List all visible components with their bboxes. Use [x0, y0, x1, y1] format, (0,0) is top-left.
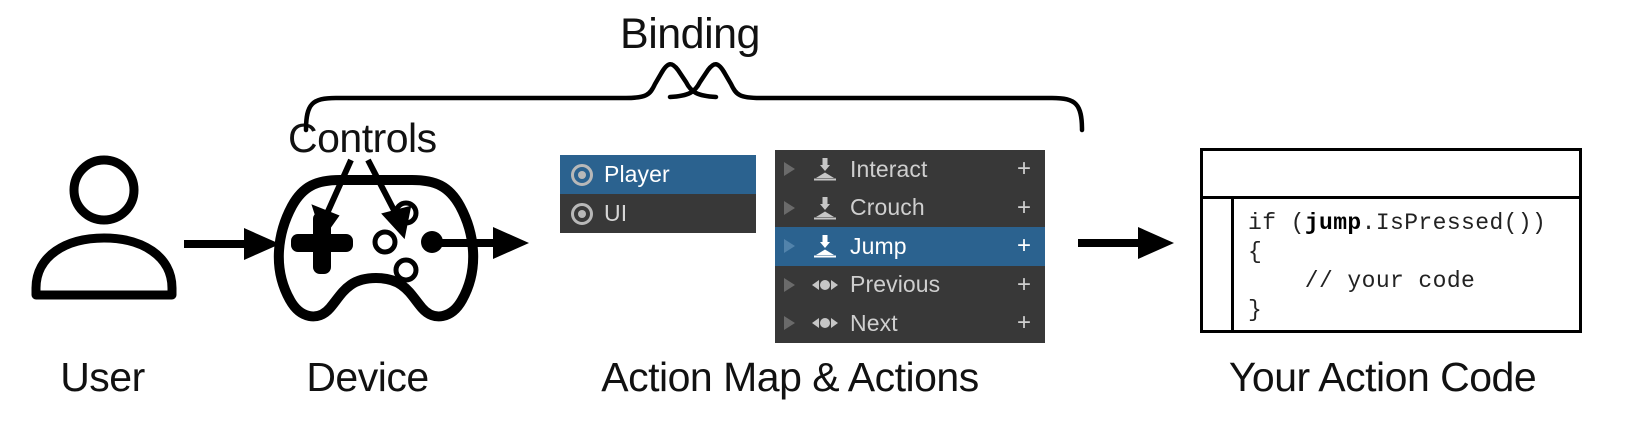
code-window: if (jump.IsPressed()) { // your code } — [1200, 148, 1582, 333]
action-label: Jump — [850, 232, 907, 259]
action-map-ring-icon — [571, 163, 593, 186]
caption-code: Your Action Code — [1228, 354, 1537, 400]
action-map-list[interactable]: Player UI — [560, 155, 756, 233]
caption-device: Device — [306, 354, 429, 400]
right-arrow-icon-3 — [1078, 227, 1174, 259]
code-editor-text[interactable]: if (jump.IsPressed()) { // your code } — [1234, 199, 1579, 330]
binding-label: Binding — [620, 10, 760, 58]
action-map-label: Player — [604, 161, 670, 187]
code-line-1-pre: if ( — [1248, 210, 1305, 236]
code-window-body: if (jump.IsPressed()) { // your code } — [1203, 199, 1579, 330]
caption-action-map: Action Map & Actions — [601, 354, 979, 400]
right-arrow-icon-1 — [184, 228, 280, 260]
action-map-ring-icon — [571, 202, 593, 225]
chevron-right-icon[interactable] — [784, 239, 795, 254]
add-binding-button[interactable]: + — [1016, 270, 1031, 298]
caption-user: User — [60, 354, 145, 400]
add-binding-button[interactable]: + — [1016, 309, 1031, 337]
code-line-3: // your code — [1248, 268, 1476, 294]
right-arrow-icon-2 — [434, 227, 529, 259]
controls-label: Controls — [288, 115, 437, 161]
code-line-4: } — [1248, 297, 1263, 323]
add-binding-button[interactable]: + — [1016, 232, 1031, 260]
action-row-crouch[interactable]: Crouch + — [775, 189, 1045, 228]
add-binding-button[interactable]: + — [1016, 155, 1031, 183]
code-window-titlebar — [1203, 151, 1579, 199]
action-map-label: UI — [604, 200, 628, 226]
add-binding-button[interactable]: + — [1016, 193, 1031, 221]
code-line-2: { — [1248, 239, 1263, 265]
chevron-right-icon[interactable] — [784, 316, 795, 331]
axis-action-icon — [811, 273, 839, 297]
code-token-jump: jump — [1304, 210, 1362, 236]
button-action-icon — [811, 234, 839, 258]
action-row-jump[interactable]: Jump + — [775, 227, 1045, 266]
chevron-right-icon[interactable] — [784, 200, 795, 215]
code-line-1-post: .IsPressed()) — [1361, 210, 1547, 236]
action-row-next[interactable]: Next + — [775, 304, 1045, 343]
action-label: Previous — [850, 271, 941, 298]
controls-arrow-icon — [311, 158, 412, 240]
user-avatar-icon — [31, 155, 177, 300]
chevron-right-icon[interactable] — [784, 277, 795, 292]
button-action-icon — [811, 157, 839, 181]
actions-list[interactable]: Interact + Crouch + — [775, 150, 1045, 343]
action-label: Crouch — [850, 194, 925, 221]
action-row-interact[interactable]: Interact + — [775, 150, 1045, 189]
chevron-right-icon[interactable] — [784, 162, 795, 177]
action-row-previous[interactable]: Previous + — [775, 266, 1045, 305]
axis-action-icon — [811, 311, 839, 335]
action-label: Next — [850, 309, 898, 336]
action-map-row-ui[interactable]: UI — [560, 194, 756, 233]
action-label: Interact — [850, 155, 928, 182]
button-action-icon — [811, 196, 839, 220]
code-gutter — [1203, 199, 1234, 330]
action-map-row-player[interactable]: Player — [560, 155, 756, 194]
gamepad-icon — [273, 175, 479, 322]
